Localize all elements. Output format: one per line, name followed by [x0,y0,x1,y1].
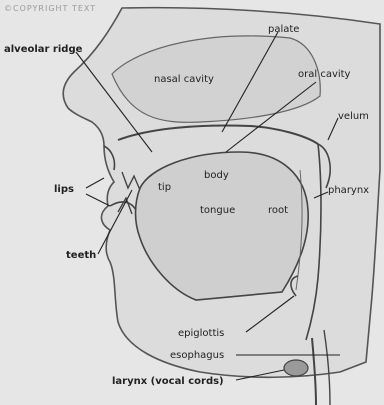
label-larynx: larynx (vocal cords) [112,376,224,387]
label-epiglottis: epiglottis [178,328,224,339]
label-root: root [268,205,288,216]
label-palate: palate [268,24,299,35]
label-body: body [204,170,229,181]
label-velum: velum [338,111,369,122]
label-esophagus: esophagus [170,350,224,361]
label-lips: lips [54,184,74,195]
label-alveolar-ridge: alveolar ridge [4,44,82,55]
source-watermark: ©COPYRIGHT TEXT [4,3,96,14]
label-nasal-cavity: nasal cavity [154,74,214,85]
label-tongue: tongue [200,205,235,216]
label-pharynx: pharynx [328,185,369,196]
label-tip: tip [158,182,171,193]
label-teeth: teeth [66,250,96,261]
label-oral-cavity: oral cavity [298,69,350,80]
larynx-shape [284,360,308,376]
